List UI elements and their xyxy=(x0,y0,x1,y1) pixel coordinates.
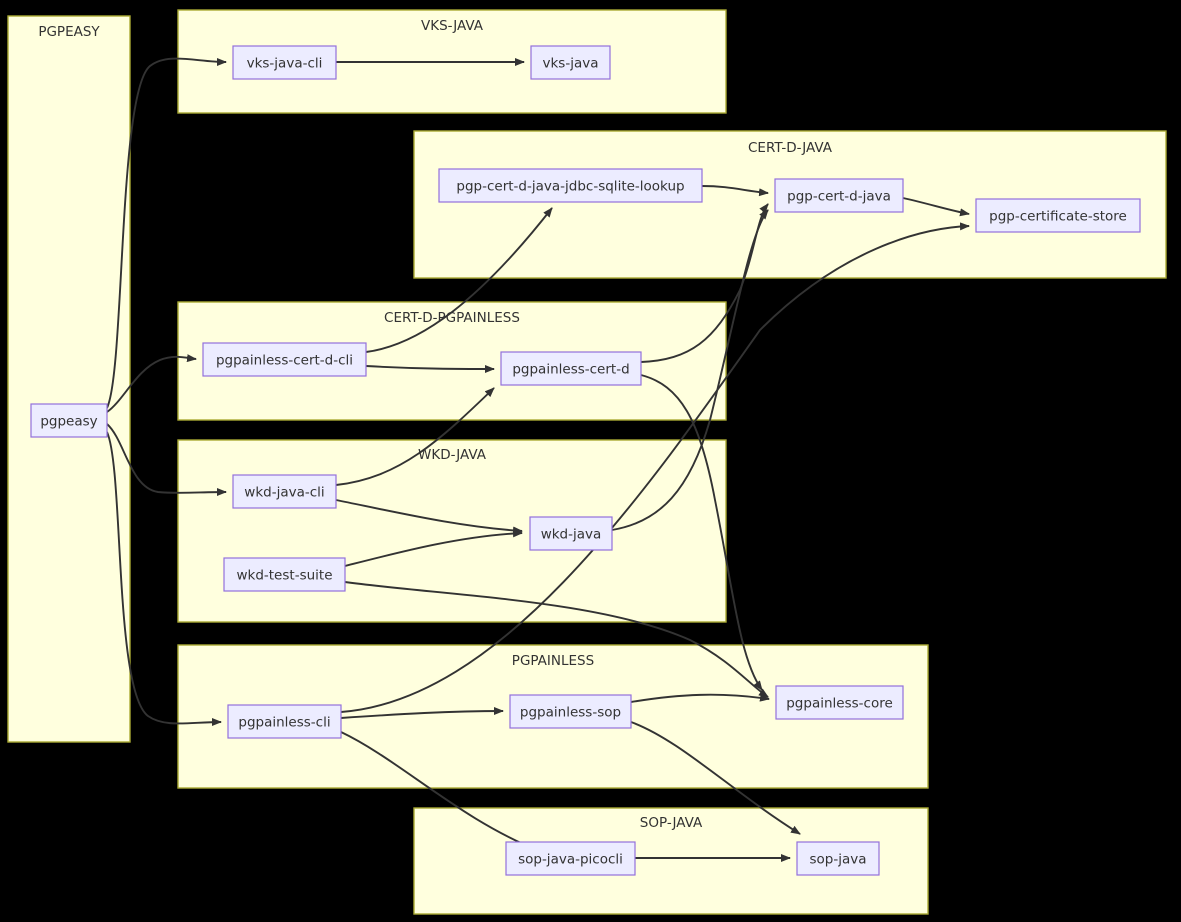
node-pgp-cert-d-java-jdbc-sqlite-lookup[interactable]: pgp-cert-d-java-jdbc-sqlite-lookup xyxy=(438,168,703,203)
cluster-label: PGPEASY xyxy=(38,24,100,40)
node-label: wkd-java xyxy=(541,527,602,543)
edge-pgp-cert-d-java-jdbc-sqlite-lookup-to-pgp-cert-d-java xyxy=(701,185,769,197)
edge-pgpeasy-to-wkd-java-cli xyxy=(106,423,227,497)
node-box[interactable] xyxy=(223,557,346,592)
node-label: pgp-certificate-store xyxy=(989,209,1127,225)
node-label: sop-java-picocli xyxy=(518,852,623,868)
node-wkd-java[interactable]: wkd-java xyxy=(529,516,613,551)
node-box[interactable] xyxy=(227,704,342,739)
node-box[interactable] xyxy=(232,45,337,80)
node-pgpeasy[interactable]: pgpeasy xyxy=(30,403,108,438)
node-sop-java[interactable]: sop-java xyxy=(796,841,880,876)
edge-pgpainless-sop-to-sop-java xyxy=(630,721,801,835)
edge-pgpainless-cli-to-pgp-certificate-store xyxy=(340,222,970,713)
node-pgpainless-sop[interactable]: pgpainless-sop xyxy=(509,694,632,729)
node-vks-java[interactable]: vks-java xyxy=(530,45,611,80)
edge-layer xyxy=(106,57,970,862)
node-label: vks-java-cli xyxy=(247,56,323,72)
cluster-label: PGPAINLESS xyxy=(512,653,594,669)
node-label: pgpainless-core xyxy=(786,696,893,712)
edge-wkd-test-suite-to-pgpainless-core xyxy=(344,581,769,698)
cluster-box xyxy=(177,439,727,623)
cluster-box xyxy=(7,15,131,743)
node-box[interactable] xyxy=(774,178,904,213)
node-label: wkd-test-suite xyxy=(236,568,332,584)
node-label: wkd-java-cli xyxy=(244,485,324,501)
edge-pgp-cert-d-java-to-pgp-certificate-store xyxy=(902,197,970,217)
edge-wkd-java-to-pgp-cert-d-java xyxy=(611,209,769,531)
node-pgpainless-cert-d-cli[interactable]: pgpainless-cert-d-cli xyxy=(202,342,367,377)
cluster-pgpeasy_group: PGPEASY xyxy=(7,15,131,743)
node-sop-java-picocli[interactable]: sop-java-picocli xyxy=(505,841,636,876)
node-vks-java-cli[interactable]: vks-java-cli xyxy=(232,45,337,80)
edge-pgpainless-sop-to-pgpainless-core xyxy=(630,693,770,703)
node-label: pgp-cert-d-java xyxy=(787,189,891,205)
node-label: pgpainless-cert-d-cli xyxy=(216,353,353,369)
node-box[interactable] xyxy=(775,685,904,720)
edge-wkd-test-suite-to-wkd-java xyxy=(344,529,523,567)
node-label: pgp-cert-d-java-jdbc-sqlite-lookup xyxy=(456,179,684,195)
cluster-label: CERT-D-JAVA xyxy=(748,140,833,156)
edge-pgpainless-cert-d-cli-to-pgp-cert-d-java-jdbc-sqlite-lookup xyxy=(365,207,553,353)
node-label: sop-java xyxy=(809,852,866,868)
edge-pgpainless-cli-to-pgpainless-sop xyxy=(340,707,504,719)
node-pgpainless-cli[interactable]: pgpainless-cli xyxy=(227,704,342,739)
node-pgpainless-core[interactable]: pgpainless-core xyxy=(775,685,904,720)
node-box[interactable] xyxy=(529,516,613,551)
node-label: pgpainless-cli xyxy=(238,715,330,731)
edge-pgpainless-cert-d-cli-to-pgpainless-cert-d xyxy=(365,364,495,373)
edge-wkd-java-cli-to-wkd-java xyxy=(335,499,523,535)
edge-pgpainless-cert-d-to-pgpainless-core xyxy=(640,374,763,691)
node-pgp-cert-d-java[interactable]: pgp-cert-d-java xyxy=(774,178,904,213)
node-box[interactable] xyxy=(975,198,1141,233)
cluster-label: SOP-JAVA xyxy=(640,815,703,831)
node-box[interactable] xyxy=(202,342,367,377)
node-box[interactable] xyxy=(796,841,880,876)
node-box[interactable] xyxy=(530,45,611,80)
node-box[interactable] xyxy=(509,694,632,729)
node-box[interactable] xyxy=(438,168,703,203)
node-box[interactable] xyxy=(232,474,337,509)
node-label: pgpainless-cert-d xyxy=(512,362,629,378)
node-box[interactable] xyxy=(500,351,642,386)
node-label: pgpainless-sop xyxy=(520,705,621,721)
edge-pgpainless-cli-to-sop-java-picocli xyxy=(340,731,543,853)
edge-wkd-java-cli-to-pgpainless-cert-d xyxy=(335,387,495,486)
node-box[interactable] xyxy=(505,841,636,876)
node-label: vks-java xyxy=(543,56,599,72)
cluster-label: WKD-JAVA xyxy=(418,447,487,463)
cluster-label: CERT-D-PGPAINLESS xyxy=(384,310,520,326)
node-pgp-certificate-store[interactable]: pgp-certificate-store xyxy=(975,198,1141,233)
node-pgpainless-cert-d[interactable]: pgpainless-cert-d xyxy=(500,351,642,386)
edge-pgpeasy-to-vks-java-cli xyxy=(106,57,227,409)
cluster-label: VKS-JAVA xyxy=(421,18,484,34)
edge-pgpeasy-to-pgpainless-cli xyxy=(106,431,222,727)
node-wkd-test-suite[interactable]: wkd-test-suite xyxy=(223,557,346,592)
node-layer: pgpeasy vks-java-cli vks-java pgp-cert-d-ja… xyxy=(30,45,1141,876)
node-label: pgpeasy xyxy=(40,414,97,430)
edge-pgpeasy-to-pgpainless-cert-d-cli xyxy=(106,354,197,413)
node-box[interactable] xyxy=(30,403,108,438)
cluster-layer: PGPEASY VKS-JAVA CERT-D-JAVA CERT-D-PGPAINL… xyxy=(7,9,1167,915)
cluster-wkd_java: WKD-JAVA xyxy=(177,439,727,623)
node-wkd-java-cli[interactable]: wkd-java-cli xyxy=(232,474,337,509)
